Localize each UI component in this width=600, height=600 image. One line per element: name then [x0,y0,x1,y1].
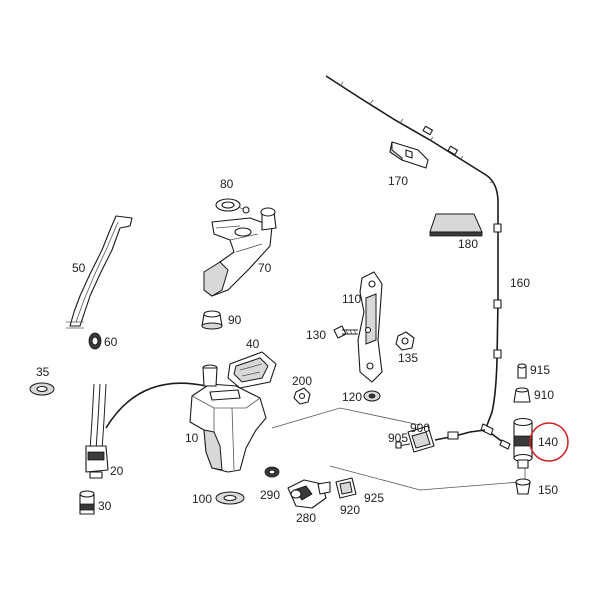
callout-150[interactable]: 150 [538,483,558,497]
part-50-bracket[interactable] [66,215,133,329]
part-280-pump[interactable] [287,479,331,509]
part-90-grommet[interactable] [201,310,223,330]
callout-80[interactable]: 80 [220,177,234,191]
callout-915[interactable]: 915 [530,363,550,377]
connector-hose[interactable] [434,429,486,441]
part-80-cap[interactable] [215,198,250,214]
callout-920[interactable]: 920 [340,503,360,517]
callout-110[interactable]: 110 [342,292,361,306]
callout-130[interactable]: 130 [306,328,326,342]
callout-905[interactable]: 905 [388,431,408,445]
callout-170[interactable]: 170 [388,174,408,188]
callout-35[interactable]: 35 [36,365,50,379]
highlight-circle-140 [529,422,569,462]
callout-30[interactable]: 30 [98,499,112,513]
callout-280[interactable]: 280 [296,511,316,525]
part-10-reservoir[interactable] [189,364,267,473]
callout-900[interactable]: 900 [410,421,430,435]
part-30-sensor[interactable] [79,490,95,515]
part-40-holder[interactable] [227,351,277,389]
part-290-grommet[interactable] [264,466,280,478]
callout-160[interactable]: 160 [510,276,530,290]
part-900-connector[interactable] [395,425,435,453]
part-170-clip[interactable] [389,141,429,169]
part-100-seal[interactable] [215,491,245,505]
callout-140[interactable]: 140 [538,435,558,449]
callout-120[interactable]: 120 [342,390,362,404]
part-140-washer-pump[interactable] [513,417,533,469]
callout-20[interactable]: 20 [110,464,124,478]
callout-290[interactable]: 290 [260,488,280,502]
callout-925[interactable]: 925 [364,491,384,505]
callout-200[interactable]: 200 [292,374,312,388]
part-915-cap[interactable] [517,363,527,379]
part-110-bracket[interactable] [357,271,383,383]
part-35-seal[interactable] [29,382,55,396]
part-60-grommet[interactable] [88,332,102,350]
part-20-wiring-harness[interactable] [85,383,109,479]
callout-50[interactable]: 50 [72,261,86,275]
callout-70[interactable]: 70 [258,261,272,275]
part-70-filler-neck[interactable] [203,207,277,297]
callout-180[interactable]: 180 [458,237,478,251]
washer-hose-line[interactable] [325,75,511,450]
callout-135[interactable]: 135 [398,351,418,365]
part-200-nut[interactable] [293,387,311,405]
callout-60[interactable]: 60 [104,335,118,349]
part-130-bolt[interactable] [333,325,358,339]
callout-10[interactable]: 10 [185,431,199,445]
part-920-connector[interactable] [335,477,357,499]
leader-lines [271,407,526,491]
callout-100[interactable]: 100 [192,492,212,506]
callout-90[interactable]: 90 [228,313,242,327]
callout-910[interactable]: 910 [534,388,554,402]
callout-labels: 10 20 30 35 40 50 60 70 80 90 100 110 12… [36,174,558,525]
part-120-grommet[interactable] [363,390,381,402]
part-150-grommet[interactable] [515,478,531,495]
part-135-nut[interactable] [395,331,415,351]
part-180-pad[interactable] [429,213,483,237]
callout-40[interactable]: 40 [246,337,260,351]
part-910-seal[interactable] [513,387,531,403]
